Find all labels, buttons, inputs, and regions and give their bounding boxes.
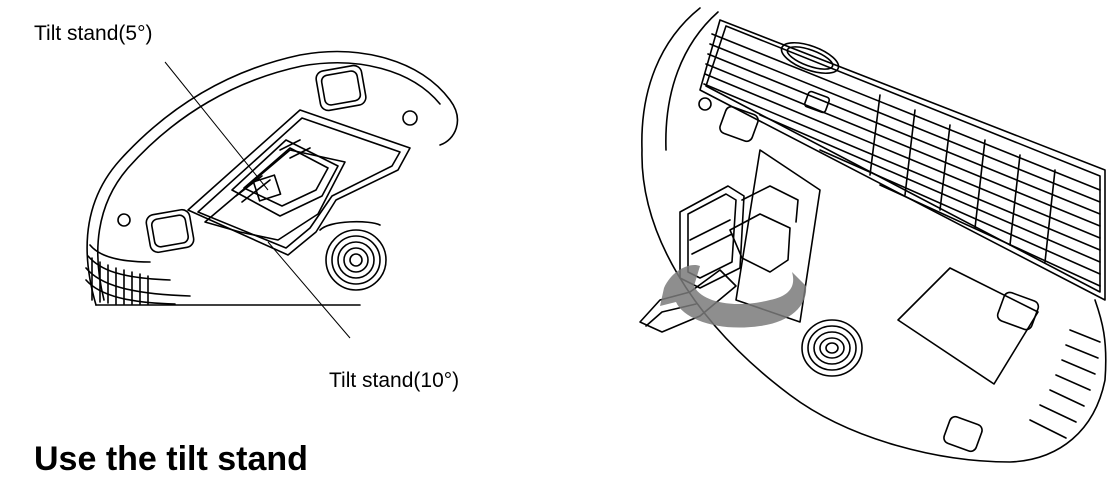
projector-tilted-illustration bbox=[639, 7, 1107, 463]
label-tilt-stand-10: Tilt stand(10°) bbox=[329, 369, 460, 392]
illustration-canvas bbox=[85, 7, 1107, 463]
label-tilt-stand-5: Tilt stand(5°) bbox=[34, 22, 153, 45]
callout-line-tilt-stand-5 bbox=[164, 61, 269, 191]
callout-line-tilt-stand-10 bbox=[267, 241, 351, 339]
rotate-arrow-icon bbox=[660, 264, 807, 328]
projector-underside-illustration bbox=[85, 50, 459, 306]
section-heading: Use the tilt stand bbox=[34, 440, 308, 478]
